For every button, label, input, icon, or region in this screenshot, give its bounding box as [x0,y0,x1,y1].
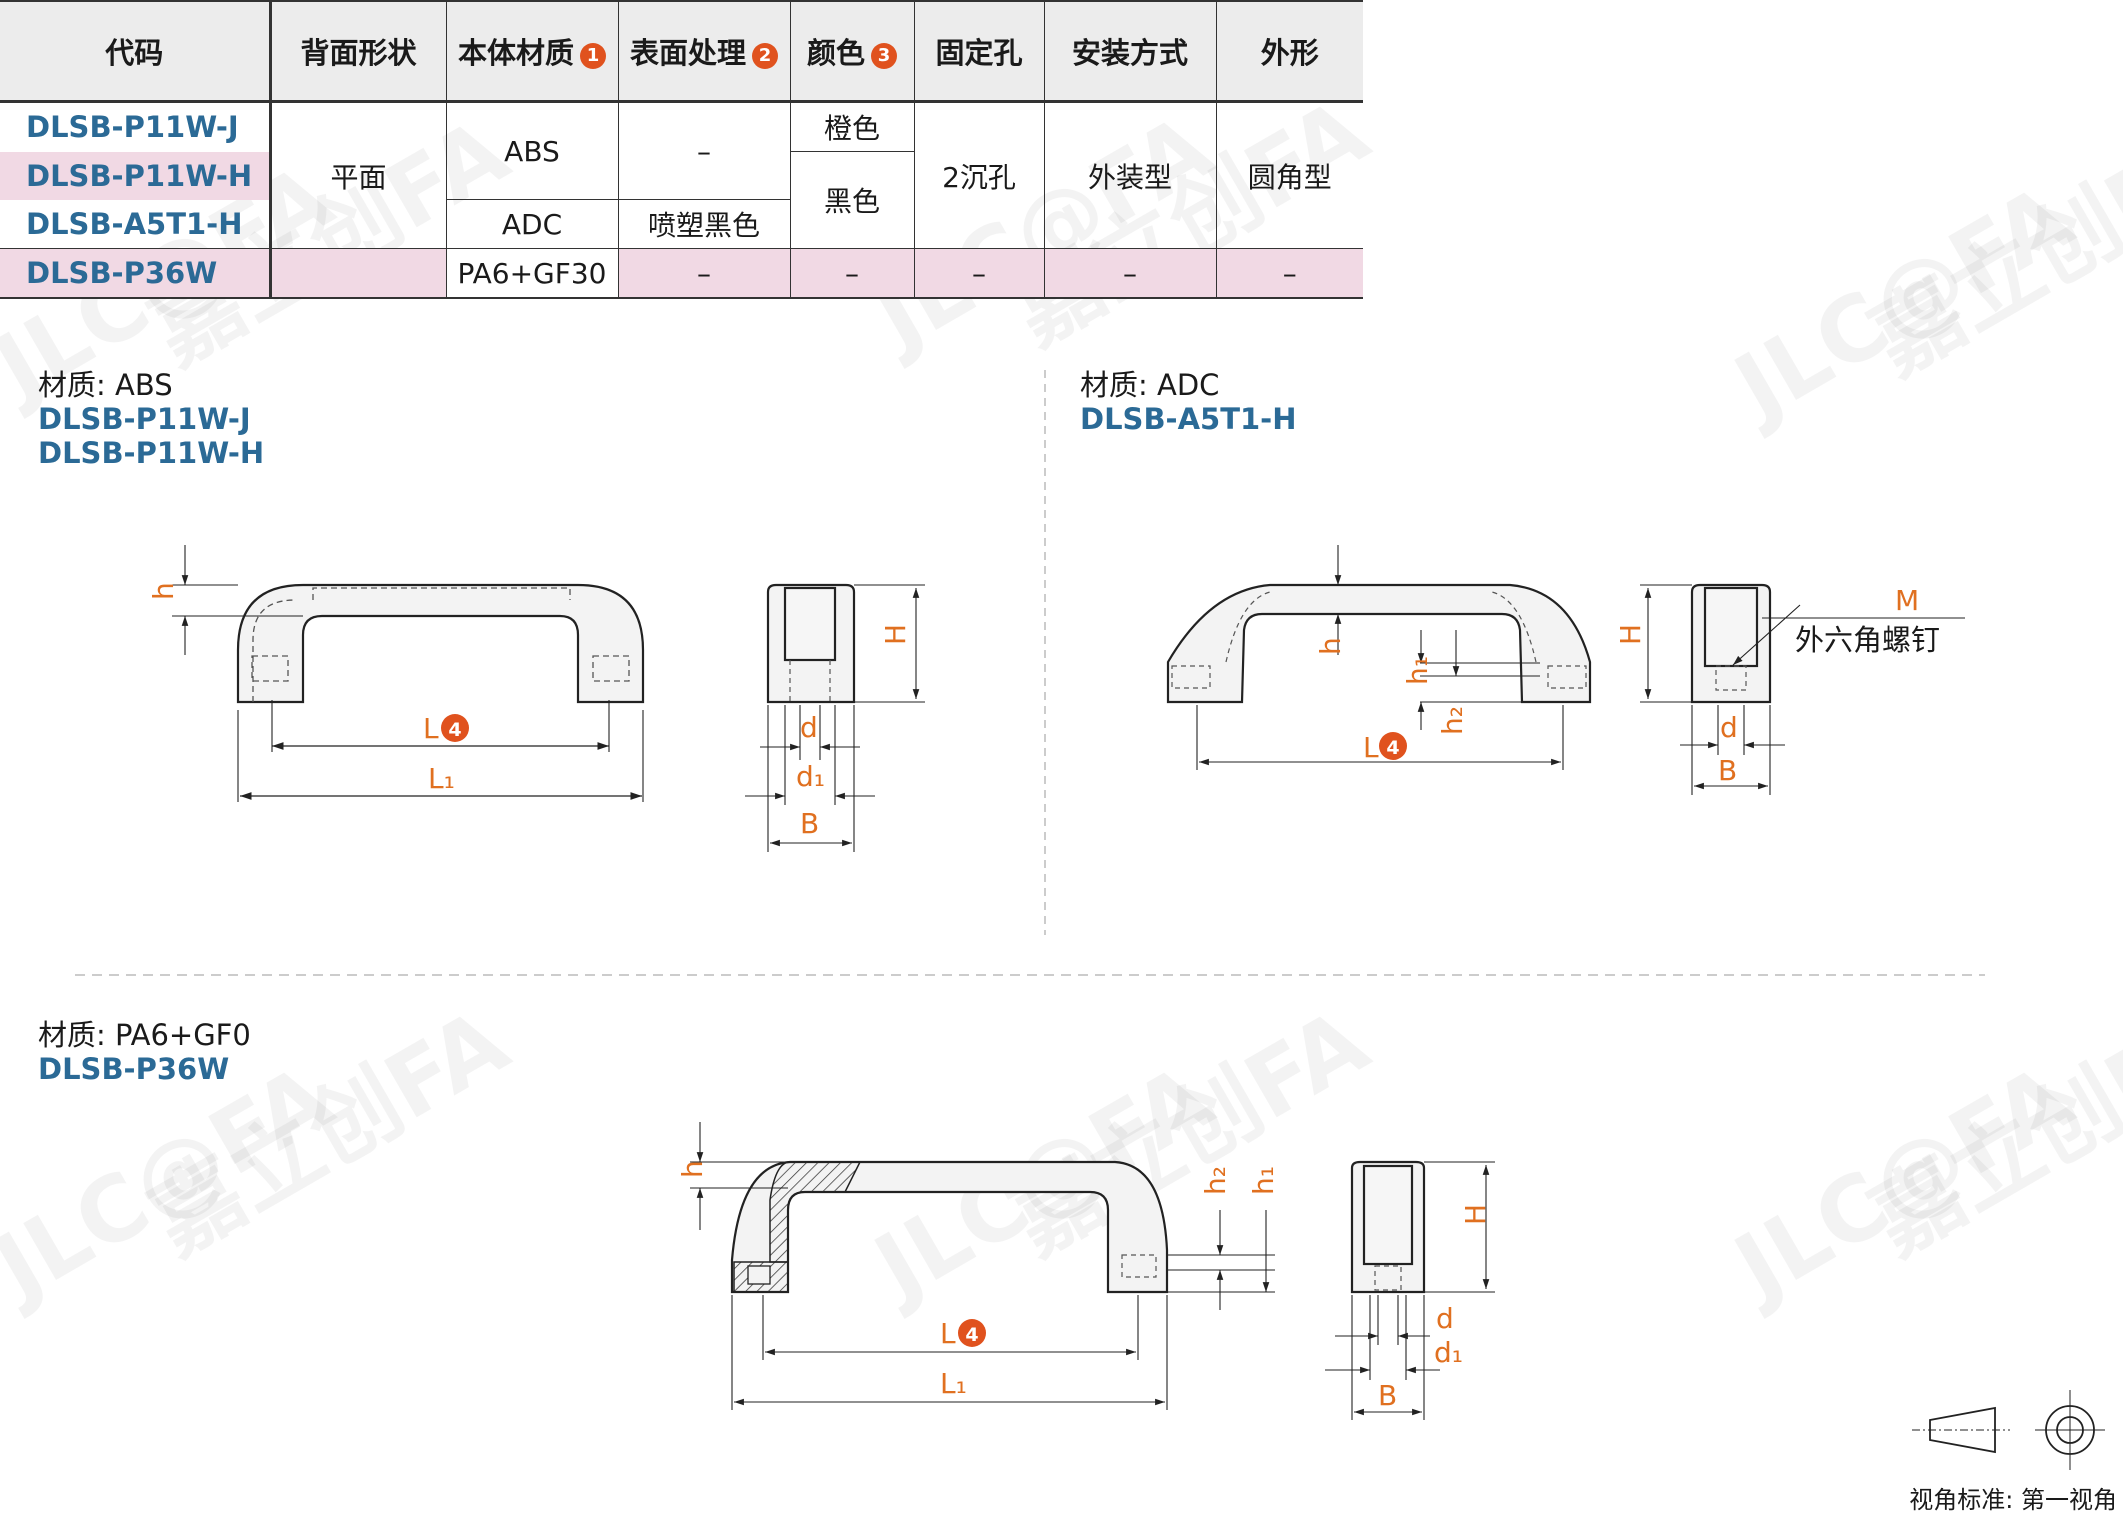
cell-finish: – [617,101,790,200]
projection-standard: 视角标准: 第一视角 [1909,1486,2117,1514]
material-label: 材质: ADC [1080,368,1220,402]
cell-color: 橙色 [789,101,914,152]
table-row: DLSB-A5T1-H ADC 喷塑黑色 [0,199,1363,249]
product-code: DLSB-P11W-J [38,402,251,436]
dim-L1: L₁ [940,1367,967,1400]
dim-H: H [879,624,912,645]
abs-side-view [766,583,856,704]
dim-H: H [1459,1204,1492,1225]
dim-L: L [423,712,439,745]
header-code: 代码 [0,0,270,103]
table-row: DLSB-P11W-H 黑色 [0,151,1363,249]
adc-front-view [1166,583,1592,704]
dim-d1: d₁ [796,760,825,793]
header-holes: 固定孔 [913,0,1044,103]
cell-shape: 圆角型 [1215,101,1363,249]
dim-B: B [1378,1379,1397,1412]
dim-B: B [800,807,819,840]
dim-h: h [676,1160,709,1178]
cell-finish: – [617,248,790,299]
cell-holes: – [913,248,1044,299]
row-code: DLSB-A5T1-H [26,206,243,241]
dim-h2: h₂ [1199,1166,1232,1195]
svg-text:4: 4 [448,719,461,741]
table-row: DLSB-P36W PA6+GF30 – – – – – [0,248,1363,299]
dim-h: h [1314,637,1347,655]
badge-L: 4 [441,714,469,742]
table-row: DLSB-P11W-J 平面 ABS – 橙色 2沉孔 外装型 圆角型 [0,101,1363,249]
dim-h1: h₁ [1247,1166,1280,1195]
adc-side-view [1690,583,1772,704]
section-abs-label: 材质: ABS DLSB-P11W-J DLSB-P11W-H [38,368,264,470]
pa-side-view [1350,1160,1426,1294]
first-angle-projection-icon [1912,1390,2105,1470]
dim-L: L [940,1317,956,1350]
svg-text:4: 4 [1386,737,1399,759]
cell-mount: – [1043,248,1216,299]
dim-d: d [1436,1302,1454,1335]
cell-material: ADC [445,199,618,249]
cell-material: ABS [445,101,618,200]
abs-front-view [236,583,645,704]
cell-color: 黑色 [789,151,914,249]
cell-material: PA6+GF30 [445,248,618,299]
leader-line-screw [1732,604,1801,666]
row-code: DLSB-P11W-J [26,110,239,145]
dim-B: B [1718,754,1737,787]
annotation-hex-screw: 外六角螺钉 [1795,623,1940,657]
cell-back-shape: 平面 [268,101,446,249]
dim-h1: h₁ [1401,656,1434,685]
cell-back-shape [268,248,446,299]
dim-d: d [1720,711,1738,744]
product-code: DLSB-A5T1-H [1080,402,1297,436]
dim-M: M [1895,584,1919,617]
dim-L1: L₁ [428,762,455,795]
dim-d: d [800,711,818,744]
dim-H: H [1614,624,1647,645]
dim-h2: h₂ [1436,706,1469,735]
hatched-section [769,1161,862,1263]
cell-shape: – [1215,248,1363,299]
badge-L: 4 [1379,732,1407,760]
section-adc-label: 材质: ADC DLSB-A5T1-H [1080,368,1296,436]
badge-L: 4 [958,1319,986,1347]
cell-holes: 2沉孔 [913,101,1044,249]
badge: 2 [752,43,778,69]
cell-color: – [789,248,914,299]
row-code: DLSB-P11W-H [0,151,270,200]
section-pa-label: 材质: PA6+GF0 DLSB-P36W [38,1018,251,1086]
product-code: DLSB-P11W-H [38,436,265,470]
dim-L: L [1363,731,1379,764]
material-label: 材质: ABS [38,368,173,402]
header-mount: 安装方式 [1043,0,1216,103]
material-label: 材质: PA6+GF0 [38,1018,251,1052]
cell-finish: 喷塑黑色 [617,199,790,249]
header-back-shape: 背面形状 [268,0,446,103]
badge: 1 [580,43,606,69]
dim-h: h [147,582,180,600]
dim-d1: d₁ [1434,1336,1463,1369]
header-shape: 外形 [1215,0,1363,103]
product-code: DLSB-P36W [38,1052,230,1086]
cell-mount: 外装型 [1043,101,1216,249]
badge: 3 [871,43,897,69]
row-code: DLSB-P36W [0,248,270,299]
svg-text:4: 4 [965,1324,978,1346]
